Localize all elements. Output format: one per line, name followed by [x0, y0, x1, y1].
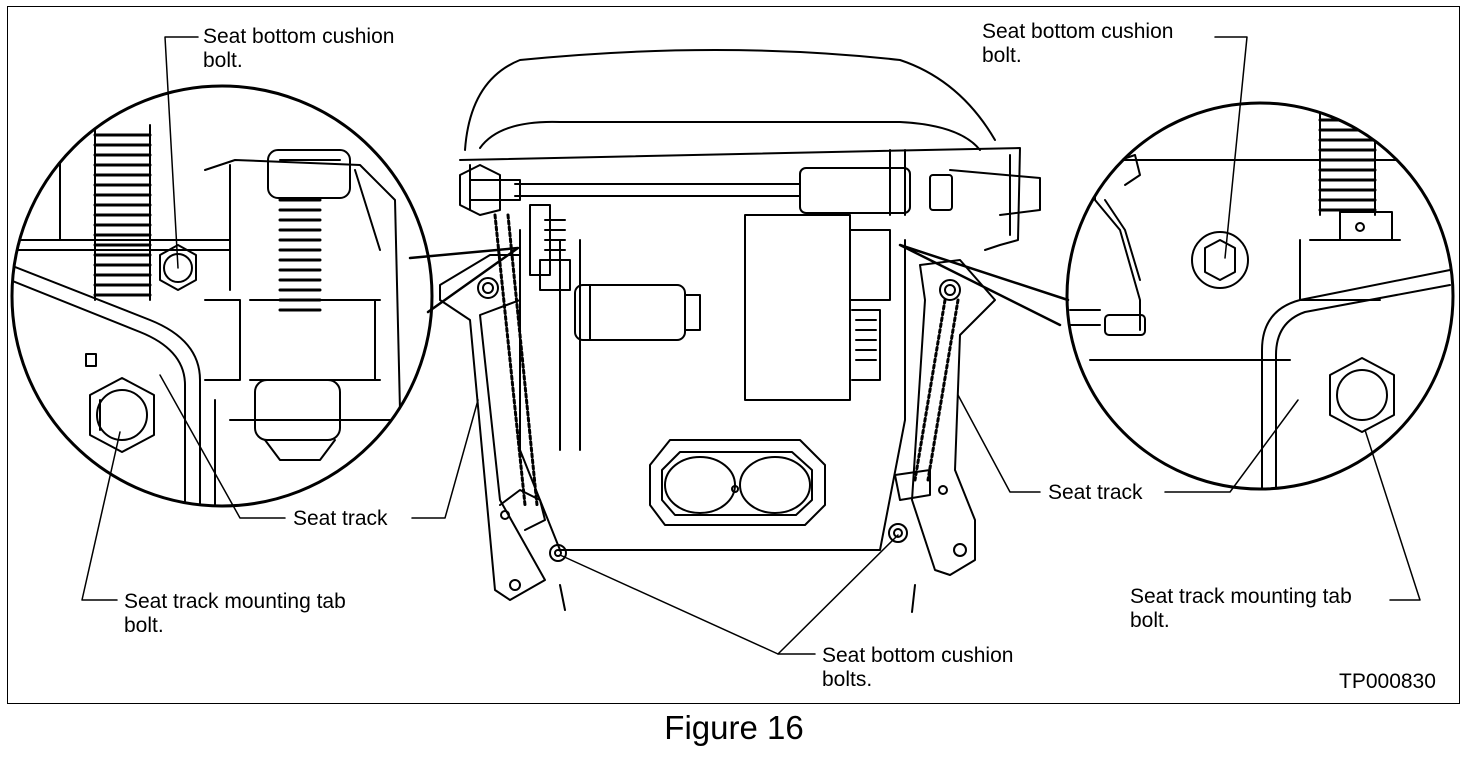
label-bottom-cushion-bolts: Seat bottom cushion bolts.	[822, 644, 1014, 691]
left-detail-magnifier	[10, 84, 434, 508]
left-cushion-bolt	[159, 244, 197, 291]
left-spring-1	[93, 133, 152, 297]
right-seat-track	[888, 259, 996, 576]
figure-frame	[7, 6, 1460, 704]
seat-center-view	[439, 49, 1041, 613]
left-mounting-tab-bolt	[89, 377, 155, 453]
right-mounting-tab-bolt	[1329, 357, 1395, 433]
label-right-seat-track: Seat track	[1048, 481, 1143, 504]
leader-lines	[81, 36, 1421, 655]
twin-window-plate	[649, 439, 826, 526]
right-callout-cone	[898, 243, 1070, 327]
part-number: TP000830	[1339, 670, 1436, 693]
right-cushion-bolt	[1191, 231, 1249, 289]
label-top-right-cushion-bolt: Seat bottom cushion bolt.	[982, 20, 1174, 67]
figure-caption: Figure 16	[664, 709, 804, 746]
right-detail-magnifier	[1065, 101, 1455, 491]
label-left-seat-track: Seat track	[293, 507, 388, 530]
label-right-mounting-tab-bolt: Seat track mounting tab bolt.	[1130, 585, 1352, 632]
label-left-mounting-tab-bolt: Seat track mounting tab bolt.	[124, 590, 346, 637]
left-seat-track	[439, 213, 567, 601]
left-callout-cone	[408, 246, 520, 314]
label-top-left-cushion-bolt: Seat bottom cushion bolt.	[203, 25, 395, 72]
